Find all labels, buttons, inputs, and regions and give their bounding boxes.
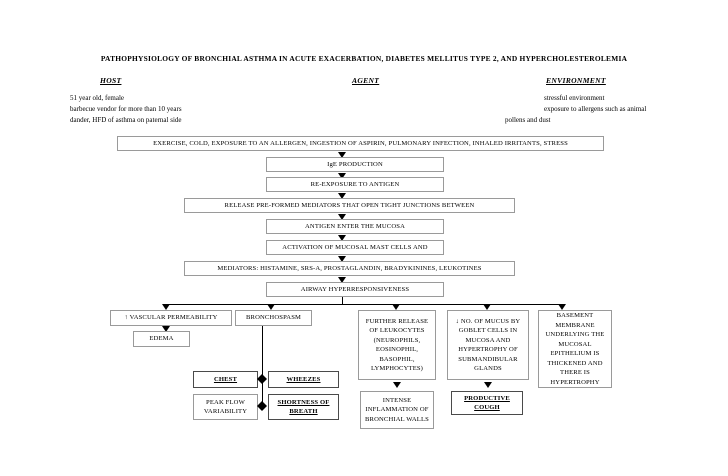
box-airway-hyperresponsiveness: AIRWAY HYPERRESPONSIVENESS [266,282,444,297]
box-edema: EDEMA [133,331,190,347]
box-intense-inflammation: INTENSE INFLAMMATION OF BRONCHIAL WALLS [360,391,434,429]
box-shortness-of-breath-label: SHORTNESS OF BREATH [277,398,330,416]
arrow-mast-to-mediatorlist [338,256,346,262]
box-bronchospasm: BRONCHOSPASM [235,310,312,326]
arrow-reexposure-to-mediators [338,193,346,199]
box-chest: CHEST [193,371,258,388]
column-heading-host: HOST [100,76,122,85]
arrow-bus-to-mucus [483,304,491,310]
arrow-triggers-to-ige [338,152,346,158]
box-ige-production: IgE PRODUCTION [266,157,444,172]
arrow-mediatorlist-to-hyperresponsiveness [338,277,346,283]
environment-line-3: pollens and dust [505,116,551,124]
box-wheezes-label: WHEEZES [286,375,321,383]
arrow-bus-to-vascular [162,304,170,310]
box-mast-cells: ACTIVATION OF MUCOSAL MAST CELLS AND [266,240,444,255]
box-basement-membrane: BASEMENT MEMBRANE UNDERLYING THE MUCOSAL… [538,310,612,388]
box-vascular-permeability: ↑ VASCULAR PERMEABILITY [110,310,232,326]
connector-diamond-peakflow-shortness [257,401,267,411]
connector-diamond-chest-wheezes [257,374,267,384]
host-line-3: dander, HFD of asthma on paternal side [70,116,182,124]
box-antigen-mucosa: ANTIGEN ENTER THE MUCOSA [266,219,444,234]
column-heading-environment: ENVIRONMENT [546,76,606,85]
arrow-leukocytes-to-inflammation [393,382,401,388]
arrow-antigen-to-mast [338,235,346,241]
connector-branch-bus [166,304,562,305]
environment-line-2: exposure to allergens such as animal [544,105,647,113]
arrow-bus-to-basement [558,304,566,310]
box-wheezes: WHEEZES [268,371,339,388]
box-mucus-goblet-cells: ↓ NO. OF MUCUS BY GOBLET CELLS IN MUCOSA… [447,310,529,380]
connector-bronchospasm-spine [262,326,263,410]
arrow-ige-to-reexposure [338,173,346,179]
environment-line-1: stressful environment [544,94,605,102]
box-triggers: EXERCISE, COLD, EXPOSURE TO AN ALLERGEN,… [117,136,604,151]
arrow-mediators-to-antigen [338,214,346,220]
host-line-2: barbecue vendor for more than 10 years [70,105,182,113]
box-release-mediators: RELEASE PRE-FORMED MEDIATORS THAT OPEN T… [184,198,515,213]
host-line-1: 51 year old, female [70,94,125,102]
box-chest-label: CHEST [213,375,238,383]
page-title: PATHOPHYSIOLOGY OF BRONCHIAL ASTHMA IN A… [100,54,628,63]
arrow-mucus-to-cough [484,382,492,388]
box-productive-cough-label: PRODUCTIVE COUGH [464,394,510,412]
connector-hyperresponsiveness-stem [342,297,343,305]
arrow-bus-to-leukocytes [392,304,400,310]
arrow-bus-to-bronchospasm [267,304,275,310]
column-heading-agent: AGENT [352,76,380,85]
box-mediators-list: MEDIATORS: HISTAMINE, SRS-A, PROSTAGLAND… [184,261,515,276]
box-reexposure: RE-EXPOSURE TO ANTIGEN [266,177,444,192]
arrow-vascular-to-edema [162,326,170,332]
box-further-release-leukocytes: FURTHER RELEASE OF LEUKOCYTES (NEUROPHIL… [358,310,436,380]
box-peak-flow-variability: PEAK FLOW VARIABILITY [193,394,258,420]
box-productive-cough: PRODUCTIVE COUGH [451,391,523,415]
box-shortness-of-breath: SHORTNESS OF BREATH [268,394,339,420]
